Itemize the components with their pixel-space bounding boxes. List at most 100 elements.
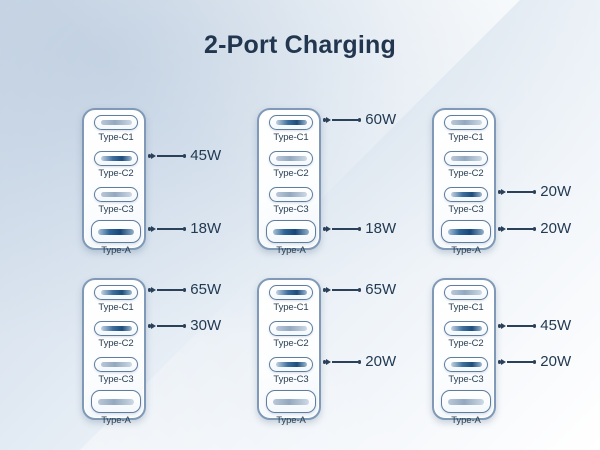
port-type-c3[interactable] [269,357,313,372]
port-type-c1[interactable] [269,285,313,300]
port-label: Type-A [451,415,481,426]
port-type-c1[interactable] [94,115,138,130]
port-slot[interactable]: Type-C3 [434,187,498,215]
port-slot[interactable]: Type-C1 [434,285,498,313]
port-idle-indicator [450,290,482,295]
callout-line [506,361,533,363]
port-type-a[interactable] [441,390,491,413]
port-type-c2[interactable] [94,151,138,166]
port-slot[interactable]: Type-C1 [259,115,323,143]
callout-origin-dot [148,288,152,292]
wattage-label: 18W [190,220,222,237]
wattage-label: 65W [365,281,397,298]
port-type-c1[interactable] [444,285,488,300]
callout-line [506,325,533,327]
port-slot[interactable]: Type-C1 [84,285,148,313]
callout-end-dot [532,360,537,364]
port-idle-indicator [100,362,132,367]
port-slot[interactable]: Type-C3 [259,357,323,385]
port-label: Type-C1 [273,132,309,143]
callout-origin-dot [323,227,327,231]
port-slot[interactable]: Type-C2 [84,151,148,179]
arrow-left-icon [151,323,157,329]
port-label: Type-C2 [273,168,309,179]
port-active-indicator [273,228,309,235]
port-slot[interactable]: Type-A [84,390,148,426]
port-type-a[interactable] [91,220,141,243]
port-type-c3[interactable] [94,357,138,372]
port-type-c1[interactable] [94,285,138,300]
port-slot[interactable]: Type-C3 [84,187,148,215]
arrow-left-icon [326,287,332,293]
port-type-c1[interactable] [444,115,488,130]
port-type-c2[interactable] [269,321,313,336]
port-type-a[interactable] [441,220,491,243]
port-slot[interactable]: Type-C1 [434,115,498,143]
port-slot[interactable]: Type-C3 [84,357,148,385]
port-label: Type-A [276,415,306,426]
arrow-left-icon [501,189,507,195]
port-label: Type-C3 [273,374,309,385]
port-slot[interactable]: Type-C1 [259,285,323,313]
port-active-indicator [100,290,132,295]
wattage-label: 20W [365,353,397,370]
callout-end-dot [357,288,362,292]
port-type-c2[interactable] [269,151,313,166]
port-slot[interactable]: Type-A [259,220,323,256]
port-type-c3[interactable] [444,187,488,202]
port-type-c2[interactable] [94,321,138,336]
port-active-indicator [450,326,482,331]
port-slot[interactable]: Type-A [84,220,148,256]
arrow-left-icon [151,287,157,293]
port-slot[interactable]: Type-C2 [84,321,148,349]
port-slot[interactable]: Type-A [434,390,498,426]
port-label: Type-C3 [448,204,484,215]
arrow-left-icon [501,359,507,365]
port-slot[interactable]: Type-C1 [84,115,148,143]
power-callout: 18W [323,221,396,236]
arrow-left-icon [501,226,507,232]
port-type-a[interactable] [266,390,316,413]
port-slot[interactable]: Type-C2 [259,321,323,349]
callout-origin-dot [498,227,502,231]
callout-origin-dot [148,154,152,158]
power-callout: 20W [323,353,397,370]
port-type-a[interactable] [266,220,316,243]
callout-line [331,289,358,291]
port-slot[interactable]: Type-C3 [259,187,323,215]
port-label: Type-C3 [273,204,309,215]
port-active-indicator [100,326,132,331]
port-type-c2[interactable] [444,151,488,166]
port-idle-indicator [448,398,484,405]
callout-line [331,361,358,363]
port-label: Type-C2 [448,338,484,349]
port-idle-indicator [450,120,482,125]
wattage-label: 45W [190,147,222,164]
arrow-left-icon [151,153,157,159]
power-callout: 65W [323,281,397,298]
port-slot[interactable]: Type-C3 [434,357,498,385]
callout-origin-dot [148,324,152,328]
port-type-a[interactable] [91,390,141,413]
port-label: Type-C2 [98,338,134,349]
port-slot[interactable]: Type-C2 [434,151,498,179]
port-label: Type-C3 [98,374,134,385]
port-slot[interactable]: Type-C2 [434,321,498,349]
callout-line [331,119,358,121]
port-type-c3[interactable] [269,187,313,202]
port-type-c3[interactable] [94,187,138,202]
port-slot[interactable]: Type-A [434,220,498,256]
port-type-c2[interactable] [444,321,488,336]
port-slot[interactable]: Type-C2 [259,151,323,179]
port-label: Type-C1 [448,132,484,143]
port-slot[interactable]: Type-A [259,390,323,426]
callout-end-dot [182,227,187,231]
port-type-c1[interactable] [269,115,313,130]
port-type-c3[interactable] [444,357,488,372]
callout-end-dot [182,154,187,158]
